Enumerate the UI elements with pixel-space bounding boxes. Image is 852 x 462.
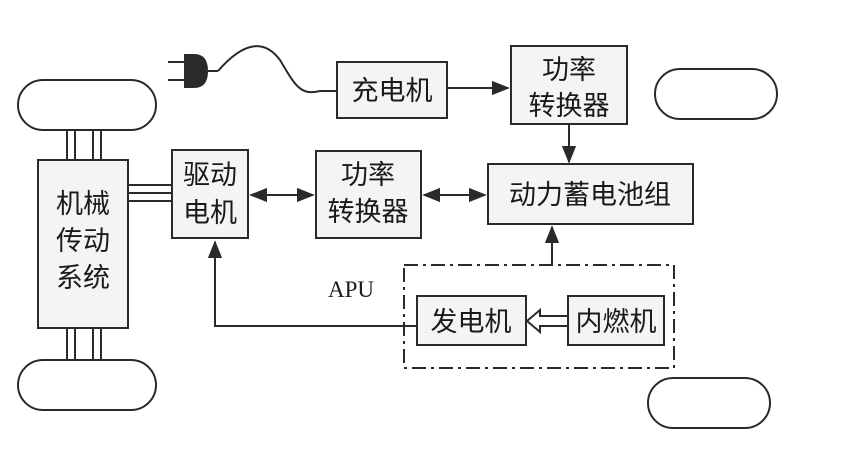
- charging-cable: [217, 45, 337, 94]
- power-converter-mid-line1: 功率: [341, 160, 395, 191]
- battery-pack-label: 动力蓄电池组: [509, 180, 671, 211]
- mechanical-transmission-line2: 传动: [56, 226, 110, 257]
- apu-group-border: [403, 264, 675, 369]
- plug-icon: [168, 54, 218, 88]
- power-converter-top-line1: 功率: [542, 55, 596, 86]
- engine-label: 内燃机: [576, 307, 657, 338]
- charger-label: 充电机: [352, 76, 433, 107]
- axle-shafts: [66, 130, 102, 360]
- mechanical-transmission-line3: 系统: [56, 263, 110, 294]
- engine-generator-hollow-arrow: [525, 307, 569, 335]
- power-converter-top-box: [510, 45, 628, 125]
- wheel-bottom-left: [17, 359, 157, 411]
- apu-label: APU: [328, 277, 374, 302]
- generator-label: 发电机: [431, 307, 512, 338]
- engine-box: [567, 295, 665, 346]
- drive-motor-line2: 电机: [183, 198, 237, 229]
- charger-box: [336, 61, 448, 119]
- generator-box: [416, 295, 527, 346]
- drive-motor-box: [171, 149, 249, 239]
- power-converter-mid-line2: 转换器: [328, 197, 409, 228]
- power-converter-top-line2: 转换器: [529, 91, 610, 122]
- wheel-top-right: [654, 68, 778, 120]
- drive-motor-line1: 驱动: [183, 160, 237, 191]
- wheel-top-left: [17, 79, 157, 131]
- battery-pack-box: [487, 163, 694, 225]
- wheel-bottom-right: [647, 377, 771, 429]
- mechanical-transmission-box: [37, 159, 129, 329]
- motor-shaft: [128, 184, 172, 202]
- mechanical-transmission-line1: 机械: [56, 189, 110, 220]
- power-converter-mid-box: [315, 150, 422, 239]
- generator-motor-link: [207, 240, 417, 327]
